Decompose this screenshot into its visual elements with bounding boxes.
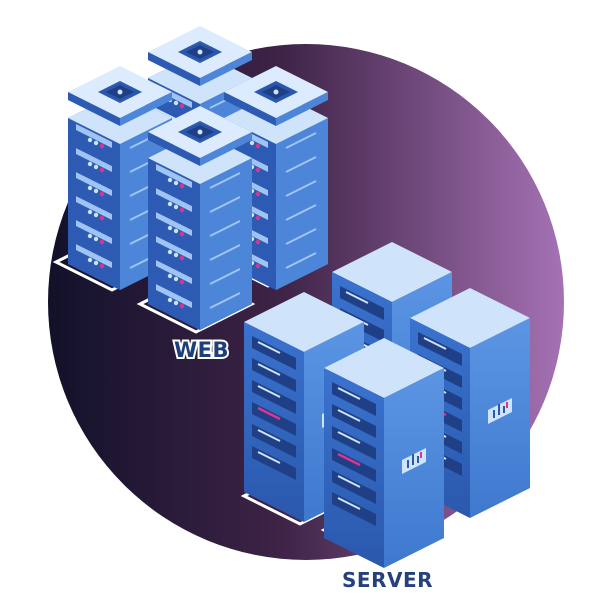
web-label: WEB [172,336,231,364]
server-label: SERVER [342,568,434,592]
